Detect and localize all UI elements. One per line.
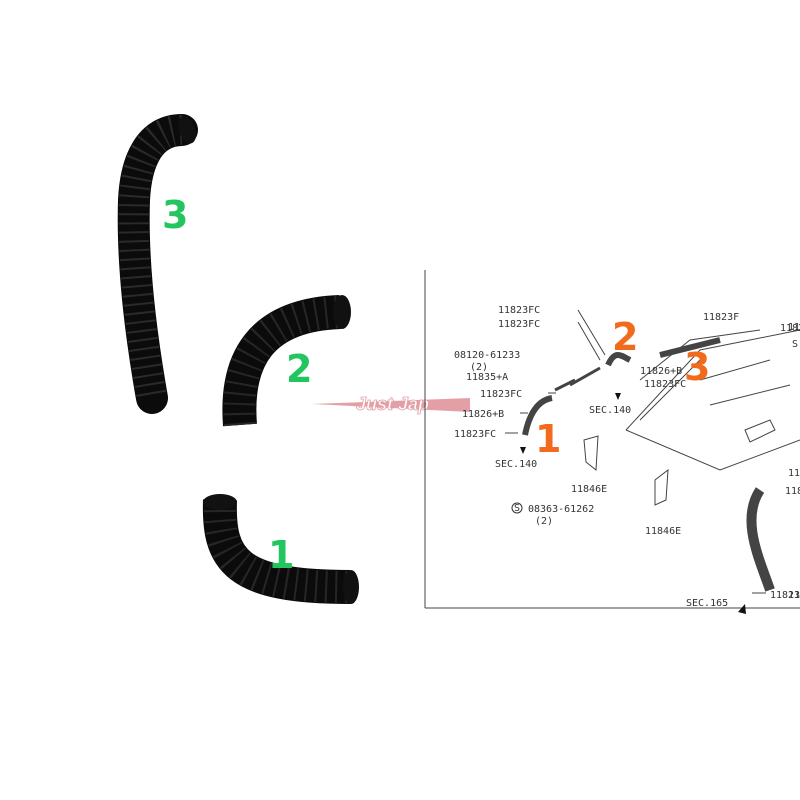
diagram-badge-1: 1 (535, 417, 561, 461)
part-label: 118 (785, 486, 800, 497)
arrow-sec140-a (520, 447, 526, 454)
part-label: 08120-61233 (454, 350, 520, 361)
part-label: 11823 (780, 323, 800, 334)
part-label: 118 (788, 590, 800, 601)
diagram-hose-3 (659, 337, 721, 358)
hose-2-photo (222, 295, 351, 427)
watermark-swoosh (312, 398, 470, 412)
part-label: 11826+B (640, 366, 682, 377)
watermark-logo: Just Jap (312, 394, 470, 414)
part-label: 11823FC (498, 319, 540, 330)
part-label: 11835+A (466, 372, 508, 383)
part-label: 08363-61262 (528, 504, 594, 515)
part-label: 118 (788, 468, 800, 479)
part-label: (2) (470, 362, 488, 373)
part-label: 11823FC (644, 379, 686, 390)
engine-ribs (639, 329, 791, 406)
part-label: (2) (535, 516, 553, 527)
leader-2 (577, 321, 601, 361)
part-label: 11823FC (480, 389, 522, 400)
leader-1 (577, 309, 606, 356)
hose-3-badge: 3 (162, 193, 188, 237)
s-circle-letter: S (514, 503, 520, 514)
part-label: 118 (788, 322, 800, 333)
diagram-fittings (554, 366, 601, 392)
part-label: 11823F (703, 312, 739, 323)
part-label: 11846E (645, 526, 681, 537)
diagram-arrows (520, 393, 746, 614)
s-circle-icon (511, 502, 523, 514)
part-label: 11823FC (498, 305, 540, 316)
hose-2-badge: 2 (286, 347, 312, 391)
bracket-11846e-a (583, 435, 599, 471)
diagram-hose-1 (522, 395, 553, 436)
diagram-hose-lower (746, 487, 775, 592)
part-label: SEC.165 (686, 598, 728, 609)
diagram-badge-2: 2 (612, 315, 638, 359)
part-label: 11823FC (454, 429, 496, 440)
parts-diagram (424, 270, 800, 609)
engine-outline (625, 329, 800, 471)
hose-3-photo (117, 114, 198, 414)
bracket-11846e-b (654, 468, 669, 506)
hose-1-photo (202, 494, 359, 604)
arrow-sec165 (738, 604, 746, 614)
part-label: SEC.140 (589, 405, 631, 416)
watermark-text: Just Jap (356, 394, 429, 414)
part-label: SEC.140 (495, 459, 537, 470)
part-label: 11823FC (770, 590, 800, 601)
part-label: S (792, 339, 798, 350)
part-label: 11826+B (462, 409, 504, 420)
arrow-sec140-b (615, 393, 621, 400)
diagram-hose-2 (605, 352, 632, 367)
hose-1-badge: 1 (268, 533, 294, 577)
diagram-badge-3: 3 (684, 345, 710, 389)
engine-bracket (744, 419, 776, 443)
part-label: 11846E (571, 484, 607, 495)
